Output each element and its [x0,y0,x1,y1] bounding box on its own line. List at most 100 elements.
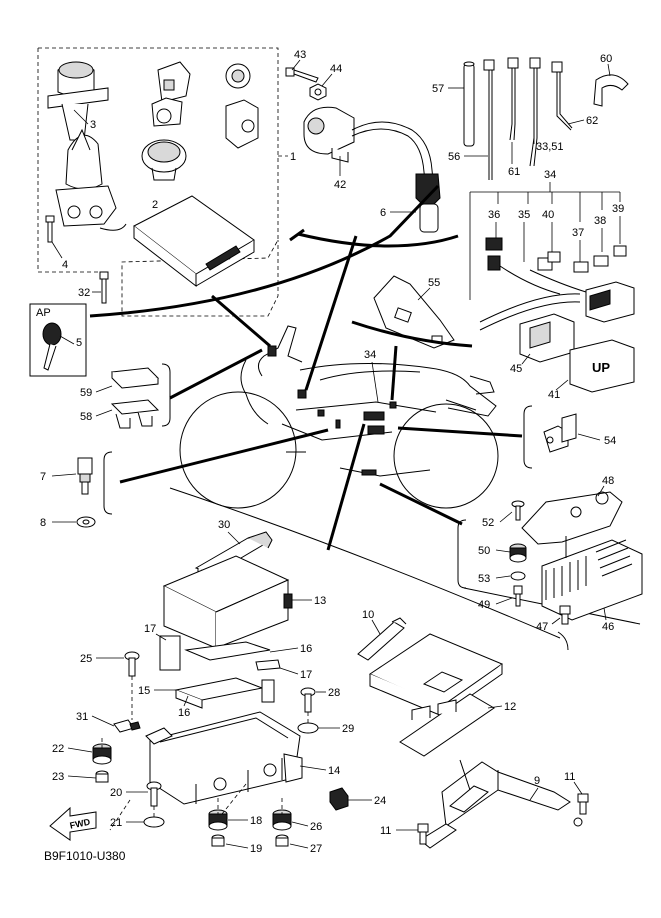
band-10-icon [357,617,407,661]
bolt-11-left-icon [417,823,429,845]
callout-19: 19 [250,843,262,855]
battery-icon [162,555,293,649]
bolt-47-icon [559,605,571,625]
callout-23: 23 [52,771,64,783]
tube-57-icon [463,63,475,147]
rectifier-regulator-icon [541,536,643,621]
callout-37: 37 [572,227,584,239]
wire-harness-icon [479,237,635,331]
callout-13: 13 [314,595,326,607]
callout-15: 15 [138,685,150,697]
callout-45: 45 [510,363,522,375]
callout-17-left: 17 [144,623,156,635]
callout-53: 53 [478,573,490,585]
bracket-9-icon [419,759,583,849]
cover-55-group: 55 [373,275,455,349]
diagram-code: B9F1010-U380 [44,849,126,863]
callout-33-51: 33,51 [536,141,564,153]
bolt-11-right-icon [577,793,589,815]
bolt-25-icon [124,651,140,677]
bolt-32-group: 32 [78,271,109,304]
pointer-lines [89,184,523,551]
fwd-label: FWD [69,817,92,831]
callout-62: 62 [586,115,598,127]
washer-29-icon [297,722,319,734]
callout-7: 7 [40,471,46,483]
callout-11-left: 11 [380,825,391,837]
callout-41: 41 [548,389,560,401]
callout-54: 54 [604,435,616,447]
callout-30: 30 [218,519,230,531]
callout-25: 25 [80,653,92,665]
callout-1: 1 [290,151,296,163]
ecu-bracket-group: 10 12 9 11 11 [357,609,589,849]
sensor-54-group: 54 [523,405,616,469]
callout-55: 55 [428,277,440,289]
callout-43: 43 [294,49,306,61]
callout-2: 2 [152,199,158,211]
ecu-cover-12-icon [399,693,495,757]
battery-pads-icon [159,635,281,709]
brackets-58-59-group: 59 58 [80,363,171,429]
callout-5: 5 [76,337,82,349]
battery-box-group: 30 13 17 16 17 25 15 16 31 22 23 20 21 1… [52,519,386,855]
bolt-49-icon [513,585,523,607]
bolt-28-icon [300,687,316,713]
nut-44-icon [309,83,327,101]
callout-6: 6 [380,207,386,219]
lock-assembly-icon [141,61,191,181]
callout-50: 50 [478,545,490,557]
terminal-31-icon [113,719,141,733]
grommet-50-icon [509,543,527,563]
rectifier-group: 48 52 50 53 49 47 46 [457,475,643,633]
callout-3: 3 [90,119,96,131]
bolt-20-icon [146,781,162,807]
ap-label: AP [36,307,51,319]
ignition-key-set-group: 3 4 2 1 [37,47,296,317]
motorcycle-silhouette-icon: 34 [179,325,499,509]
callout-34-harness: 34 [544,169,556,181]
callout-8: 8 [40,517,46,529]
callout-12: 12 [504,701,516,713]
callout-17-right: 17 [300,669,312,681]
callout-47: 47 [536,621,548,633]
callout-10: 10 [362,609,374,621]
rectifier-bracket-icon [521,491,623,545]
callout-60: 60 [600,53,612,65]
callout-40: 40 [542,209,554,221]
relay-41-icon: UP [569,339,635,393]
callout-61: 61 [508,166,520,178]
callout-24: 24 [374,795,386,807]
fwd-arrow-icon: FWD [49,806,97,841]
callout-9: 9 [534,775,540,787]
callout-28: 28 [328,687,340,699]
callout-35: 35 [518,209,530,221]
cable-tie-61-icon [507,57,519,141]
cable-tie-56-icon [483,59,495,180]
cable-ties-group: 57 56 61 33,51 62 60 [432,53,629,180]
collar-23-icon [95,770,109,783]
callout-36: 36 [488,209,500,221]
ignition-coil-group: 43 44 42 6 [285,49,441,233]
ignition-coil-icon [303,106,435,191]
up-label: UP [592,360,610,375]
callout-49: 49 [478,599,490,611]
ap-key-box: AP 5 [29,303,87,377]
callout-27: 27 [310,843,322,855]
temperature-sensor-icon [77,457,93,495]
callout-44: 44 [330,63,342,75]
battery-tray-icon [145,711,303,805]
grommet-18-icon [208,809,228,831]
callout-21: 21 [110,817,122,829]
washer-icon [76,516,96,528]
bolt-43-icon [285,67,319,83]
callout-58: 58 [80,411,92,423]
cable-tie-62-icon [551,61,573,131]
crank-sensor-icon [543,413,577,453]
callout-38: 38 [594,215,606,227]
collar-19-icon [211,834,225,847]
callout-22: 22 [52,743,64,755]
callout-29: 29 [342,723,354,735]
